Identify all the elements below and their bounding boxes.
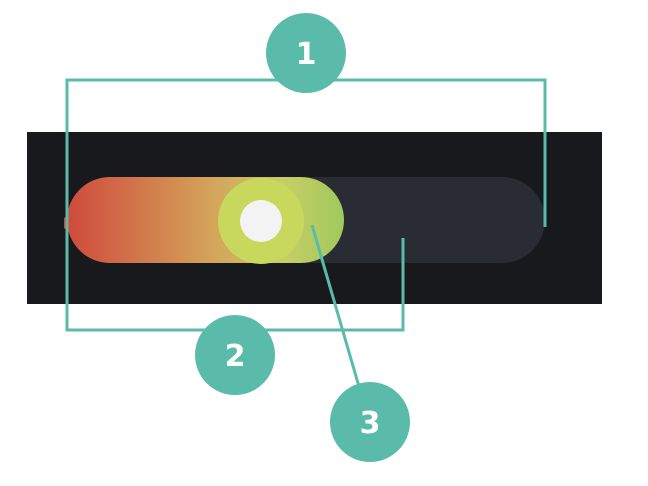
callout-1-circle — [266, 13, 346, 93]
callout-3: 3 — [330, 382, 410, 462]
callout-2-label: 2 — [225, 339, 246, 374]
callout-1-label: 1 — [296, 37, 317, 72]
bracket-filled-range — [65, 225, 405, 332]
callout-3-label: 3 — [360, 406, 381, 441]
bracket-full-track — [65, 78, 547, 227]
slider-handle-core — [240, 200, 282, 242]
callout-2-circle — [195, 315, 275, 395]
callout-3-circle — [330, 382, 410, 462]
pointer-handle — [310, 224, 362, 391]
callout-2: 2 — [195, 315, 275, 395]
slider-handle[interactable] — [218, 178, 304, 264]
callout-1: 1 — [266, 13, 346, 93]
